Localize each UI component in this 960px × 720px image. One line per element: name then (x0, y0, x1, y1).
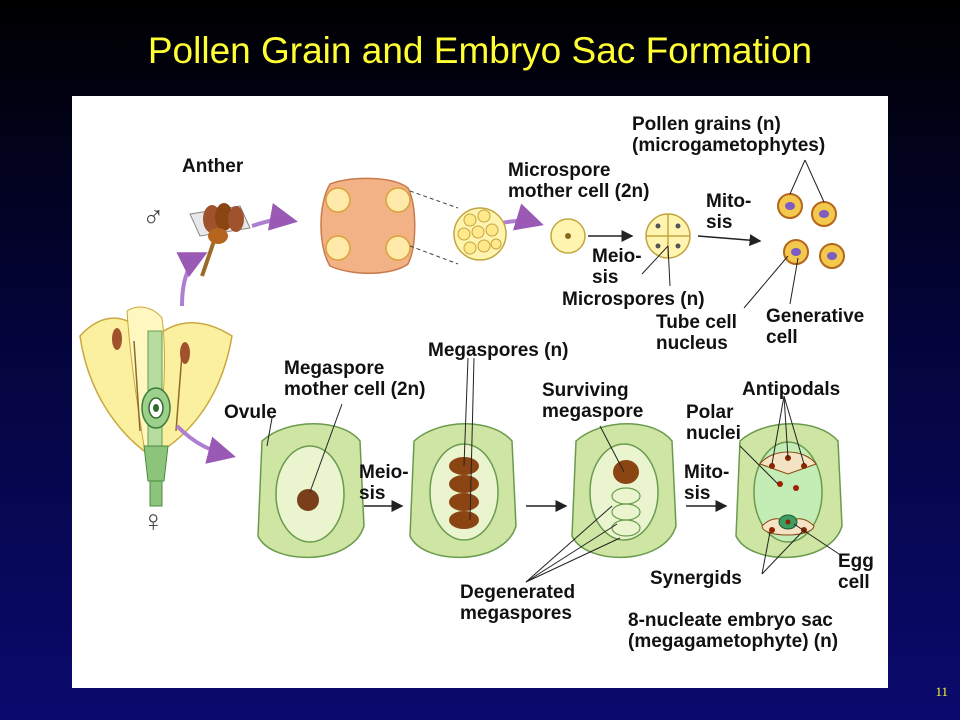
label-mitosis-top-1: Mito- (706, 191, 752, 212)
slide-number: 11 (935, 684, 948, 699)
label-generative-2: cell (766, 327, 798, 348)
label-meiosis-bottom-1: Meio- (359, 462, 409, 483)
label-degenerated-2: megaspores (460, 603, 572, 624)
label-megaspores: Megaspores (n) (428, 340, 569, 361)
label-egg-2: cell (838, 572, 870, 593)
ovule-stage-4-embryo-sac (735, 423, 843, 559)
label-surviving-1: Surviving (542, 380, 629, 401)
male-symbol: ♂ (142, 201, 165, 234)
microspore-tetrad (645, 213, 691, 259)
label-microspore-mother-1: Microspore (508, 160, 611, 181)
pollen-grains (777, 193, 845, 269)
label-pollen-grains-2: (microgametophytes) (632, 135, 826, 156)
anther-cross-section (320, 177, 459, 274)
label-mitosis-bottom-1: Mito- (684, 462, 730, 483)
slide-title: Pollen Grain and Embryo Sac Formation (147, 30, 813, 71)
diagram-artwork (79, 159, 845, 583)
label-anther: Anther (182, 156, 244, 177)
label-mitosis-top-2: sis (706, 212, 733, 233)
label-antipodals: Antipodals (742, 379, 841, 400)
label-pollen-grains-1: Pollen grains (n) (632, 114, 781, 135)
anther-illustration (189, 203, 251, 277)
label-surviving-2: megaspore (542, 401, 644, 422)
label-egg-1: Egg (838, 551, 874, 572)
label-meiosis-top-1: Meio- (592, 246, 642, 267)
label-microspore-mother-2: mother cell (2n) (508, 181, 650, 202)
label-polar-2: nuclei (686, 423, 741, 444)
label-embryo-sac-1: 8-nucleate embryo sac (628, 610, 833, 631)
ovule-stage-2 (409, 423, 517, 559)
label-microspores: Microspores (n) (562, 289, 705, 310)
label-mitosis-bottom-2: sis (684, 483, 711, 504)
label-ovule: Ovule (224, 402, 277, 423)
label-tube-cell-2: nucleus (656, 333, 728, 354)
flower-illustration (79, 306, 233, 507)
label-generative-1: Generative (766, 306, 865, 327)
microsporangium-cluster (453, 207, 507, 261)
ovule-stage-1 (257, 423, 365, 559)
diagram-panel: ♂ ♀ Anther Microspore mother cell (2n) P… (72, 96, 888, 688)
female-symbol: ♀ (142, 505, 165, 538)
label-megaspore-mother-2: mother cell (2n) (284, 379, 426, 400)
label-polar-1: Polar (686, 402, 734, 423)
label-embryo-sac-2: (megagametophyte) (n) (628, 631, 839, 652)
label-tube-cell-1: Tube cell (656, 312, 737, 333)
label-synergids: Synergids (650, 568, 742, 589)
label-meiosis-top-2: sis (592, 267, 619, 288)
label-megaspore-mother-1: Megaspore (284, 358, 385, 379)
label-degenerated-1: Degenerated (460, 582, 576, 603)
label-meiosis-bottom-2: sis (359, 483, 386, 504)
ovule-stage-3 (571, 423, 677, 559)
